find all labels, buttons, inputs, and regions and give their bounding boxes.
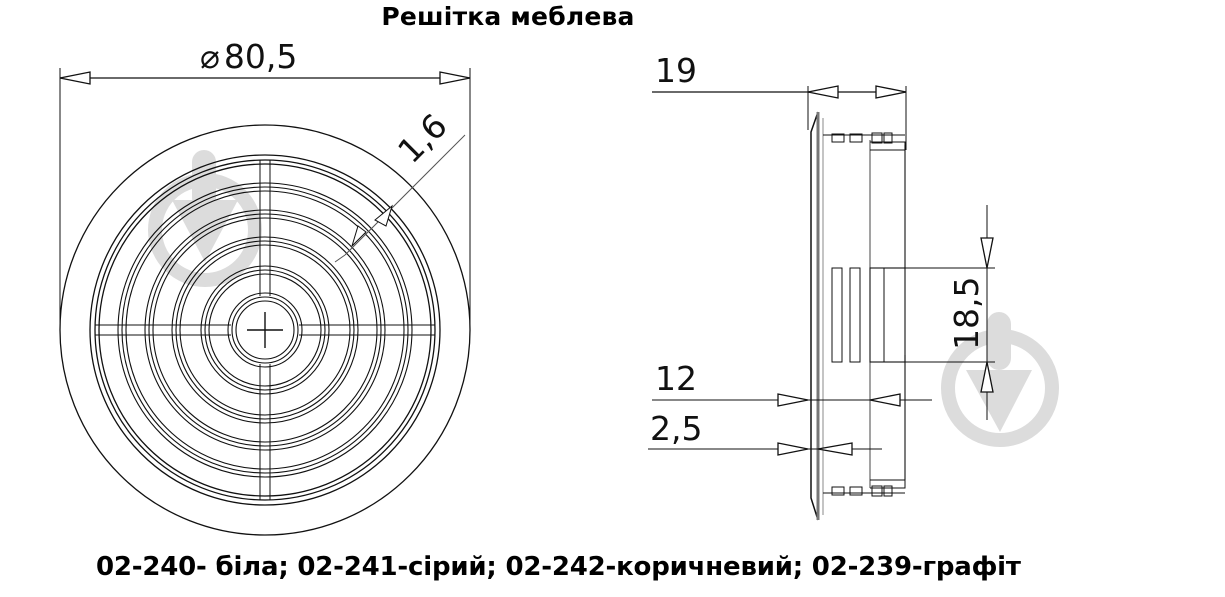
rib-thickness-label: 1,6 bbox=[390, 106, 455, 171]
spigot-length-label: 12 bbox=[655, 359, 697, 398]
spigot-height-label: 18,5 bbox=[947, 277, 986, 350]
front-view bbox=[59, 68, 471, 536]
diameter-label: ⌀80,5 bbox=[200, 37, 297, 76]
watermark-icon-left bbox=[148, 150, 262, 287]
side-view bbox=[648, 85, 995, 521]
flange-thickness-label: 2,5 bbox=[650, 409, 702, 448]
depth-label: 19 bbox=[655, 51, 697, 90]
variant-codes-caption: 02-240- біла; 02-241-сірий; 02-242-корич… bbox=[96, 552, 1021, 582]
drawing-title: Решітка меблева bbox=[381, 2, 635, 31]
